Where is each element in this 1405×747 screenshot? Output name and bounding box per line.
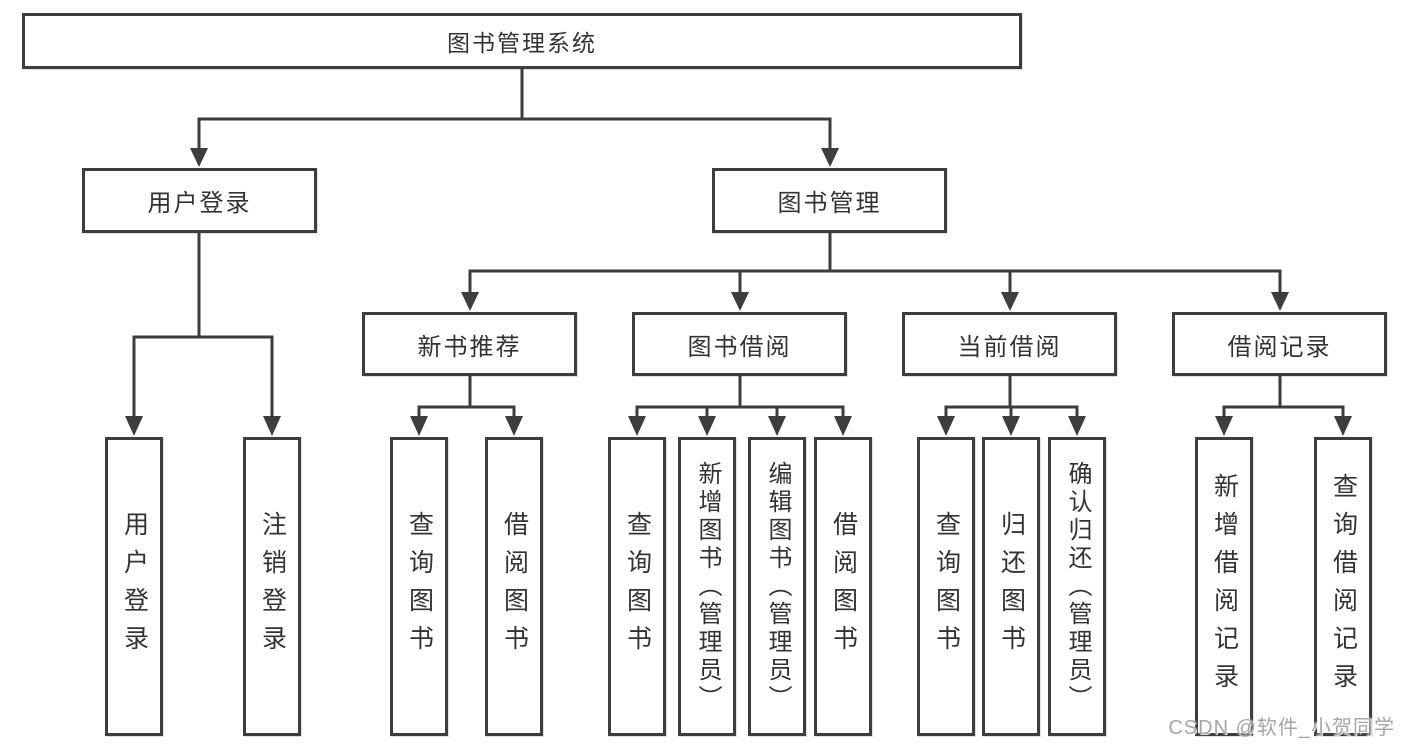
node-new-book-recommend-label: 新书推荐 xyxy=(417,333,522,361)
leaf-confirm-return-admin-label: 确认归还（管理员） xyxy=(1064,460,1091,713)
leaf-query-books-borrow: 查询图书 xyxy=(608,437,666,736)
leaf-logout-login-label: 注销登录 xyxy=(258,510,287,663)
leaf-query-books-current: 查询图书 xyxy=(917,437,975,736)
watermark: CSDN @软件_小贺同学 xyxy=(1168,717,1395,739)
node-book-management: 图书管理 xyxy=(712,168,947,233)
edges-new-book-recommend-to-leaves xyxy=(410,374,523,436)
leaf-edit-book-admin: 编辑图书（管理员） xyxy=(748,437,806,736)
node-user-login: 用户登录 xyxy=(82,168,317,233)
edges-user-login-to-leaves xyxy=(125,231,281,436)
leaf-user-login-label: 用户登录 xyxy=(120,510,149,663)
leaf-borrow-books-recommend-label: 借阅图书 xyxy=(500,510,529,663)
node-user-login-label: 用户登录 xyxy=(147,190,252,217)
leaf-user-login: 用户登录 xyxy=(105,437,163,736)
edges-borrow-records-to-leaves xyxy=(1215,374,1352,436)
edges-book-borrow-to-leaves xyxy=(628,374,852,436)
node-book-management-label: 图书管理 xyxy=(777,190,882,217)
leaf-add-borrow-record: 新增借阅记录 xyxy=(1195,437,1253,736)
node-current-borrow-label: 当前借阅 xyxy=(957,333,1062,361)
leaf-borrow-books-borrow-label: 借阅图书 xyxy=(829,510,858,663)
node-borrow-records: 借阅记录 xyxy=(1172,312,1387,376)
leaf-query-books-borrow-label: 查询图书 xyxy=(623,510,652,663)
node-book-borrow: 图书借阅 xyxy=(632,312,847,376)
leaf-query-books-recommend-label: 查询图书 xyxy=(405,510,434,663)
edges-root-to-level2 xyxy=(190,67,839,167)
leaf-query-borrow-record-label: 查询借阅记录 xyxy=(1329,472,1358,701)
edges-book-management-to-level3 xyxy=(461,231,1289,311)
leaf-query-books-recommend: 查询图书 xyxy=(390,437,448,736)
node-library-system-label: 图书管理系统 xyxy=(447,30,597,56)
leaf-borrow-books-recommend: 借阅图书 xyxy=(485,437,543,736)
node-borrow-records-label: 借阅记录 xyxy=(1227,333,1332,361)
edges-current-borrow-to-leaves xyxy=(937,374,1086,436)
leaf-edit-book-admin-label: 编辑图书（管理员） xyxy=(764,460,791,713)
leaf-return-books-label: 归还图书 xyxy=(997,510,1026,663)
leaf-add-borrow-record-label: 新增借阅记录 xyxy=(1210,472,1239,701)
leaf-query-books-current-label: 查询图书 xyxy=(932,510,961,663)
node-library-system: 图书管理系统 xyxy=(22,13,1022,69)
leaf-add-book-admin-label: 新增图书（管理员） xyxy=(694,460,721,713)
leaf-logout-login: 注销登录 xyxy=(243,437,301,736)
leaf-query-borrow-record: 查询借阅记录 xyxy=(1314,437,1372,736)
leaf-return-books: 归还图书 xyxy=(982,437,1040,736)
node-new-book-recommend: 新书推荐 xyxy=(362,312,577,376)
node-current-borrow: 当前借阅 xyxy=(902,312,1117,376)
leaf-add-book-admin: 新增图书（管理员） xyxy=(678,437,736,736)
node-book-borrow-label: 图书借阅 xyxy=(687,333,792,361)
leaf-borrow-books-borrow: 借阅图书 xyxy=(814,437,872,736)
leaf-confirm-return-admin: 确认归还（管理员） xyxy=(1048,437,1106,736)
